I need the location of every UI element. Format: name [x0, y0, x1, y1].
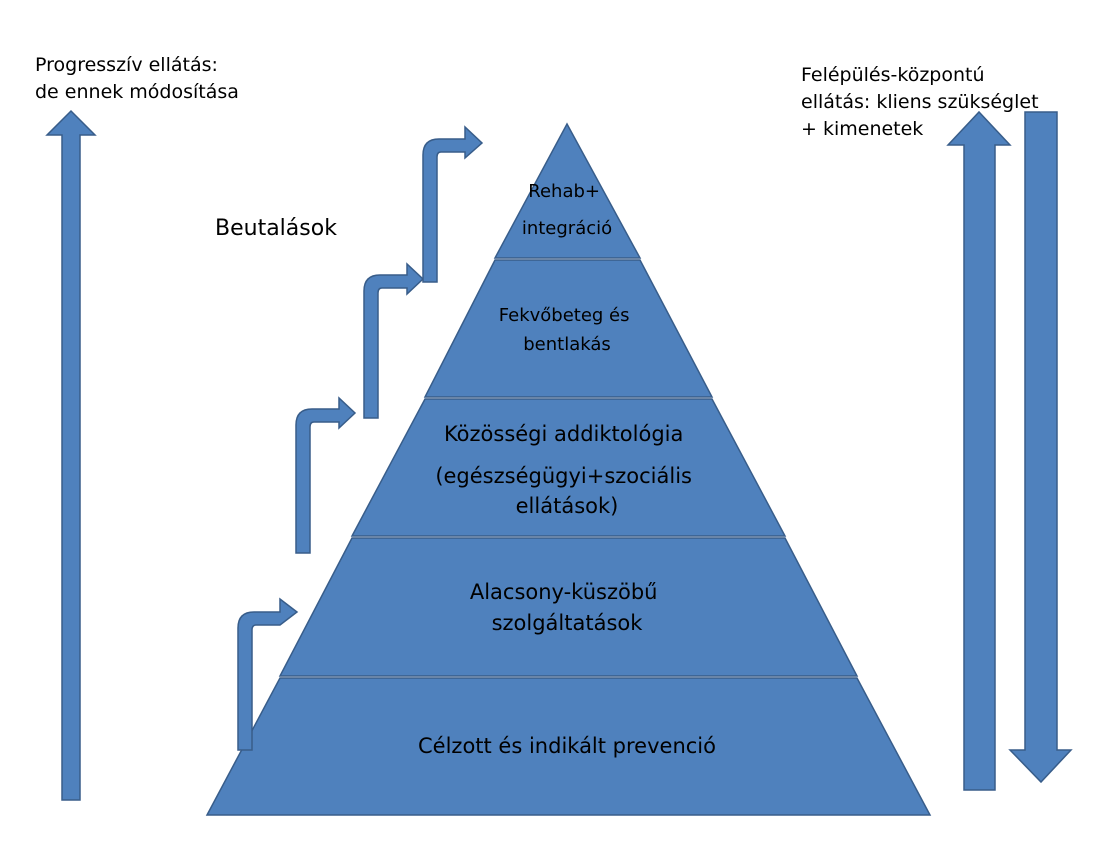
recovery-care-note: Felépülés-központú ellátás: kliens szüks…	[801, 62, 1039, 143]
recovery-down-arrow	[1008, 111, 1073, 784]
referral-step-arrow-3	[363, 262, 425, 419]
note-line: + kimenetek	[801, 118, 924, 140]
tier-label-rehab: Rehab+ integráció	[522, 181, 612, 239]
note-line: de ennek módosítása	[35, 81, 239, 103]
tier-label-prevention: Célzott és indikált prevenció	[418, 734, 716, 758]
note-line: Felépülés-központú	[801, 64, 985, 86]
pyramid-tier-inpatient	[423, 259, 714, 398]
tier-label-community: Közösségi addiktológia (egészségügyi+szo…	[435, 422, 698, 518]
referrals-label: Beutalások	[215, 216, 337, 241]
pyramid-tier-rehab	[493, 122, 642, 259]
pyramid-tier-community	[350, 398, 787, 537]
note-line: ellátás: kliens szükséglet	[801, 91, 1039, 113]
tier-label-inpatient: Fekvőbeteg és bentlakás	[499, 305, 636, 355]
pyramid-tier-low-threshold	[278, 537, 859, 677]
referral-step-arrow-4	[422, 125, 484, 283]
progressive-care-note: Progresszív ellátás: de ennek módosítása	[35, 52, 239, 106]
pyramid-tier-prevention	[205, 677, 932, 816]
tier-label-low-threshold: Alacsony-küszöbű szolgáltatások	[470, 580, 664, 635]
referral-step-arrow-1	[237, 597, 299, 751]
note-line: Progresszív ellátás:	[35, 54, 218, 76]
recovery-up-arrow	[946, 110, 1012, 791]
referral-step-arrow-2	[295, 396, 357, 554]
progressive-care-up-arrow	[45, 109, 97, 801]
